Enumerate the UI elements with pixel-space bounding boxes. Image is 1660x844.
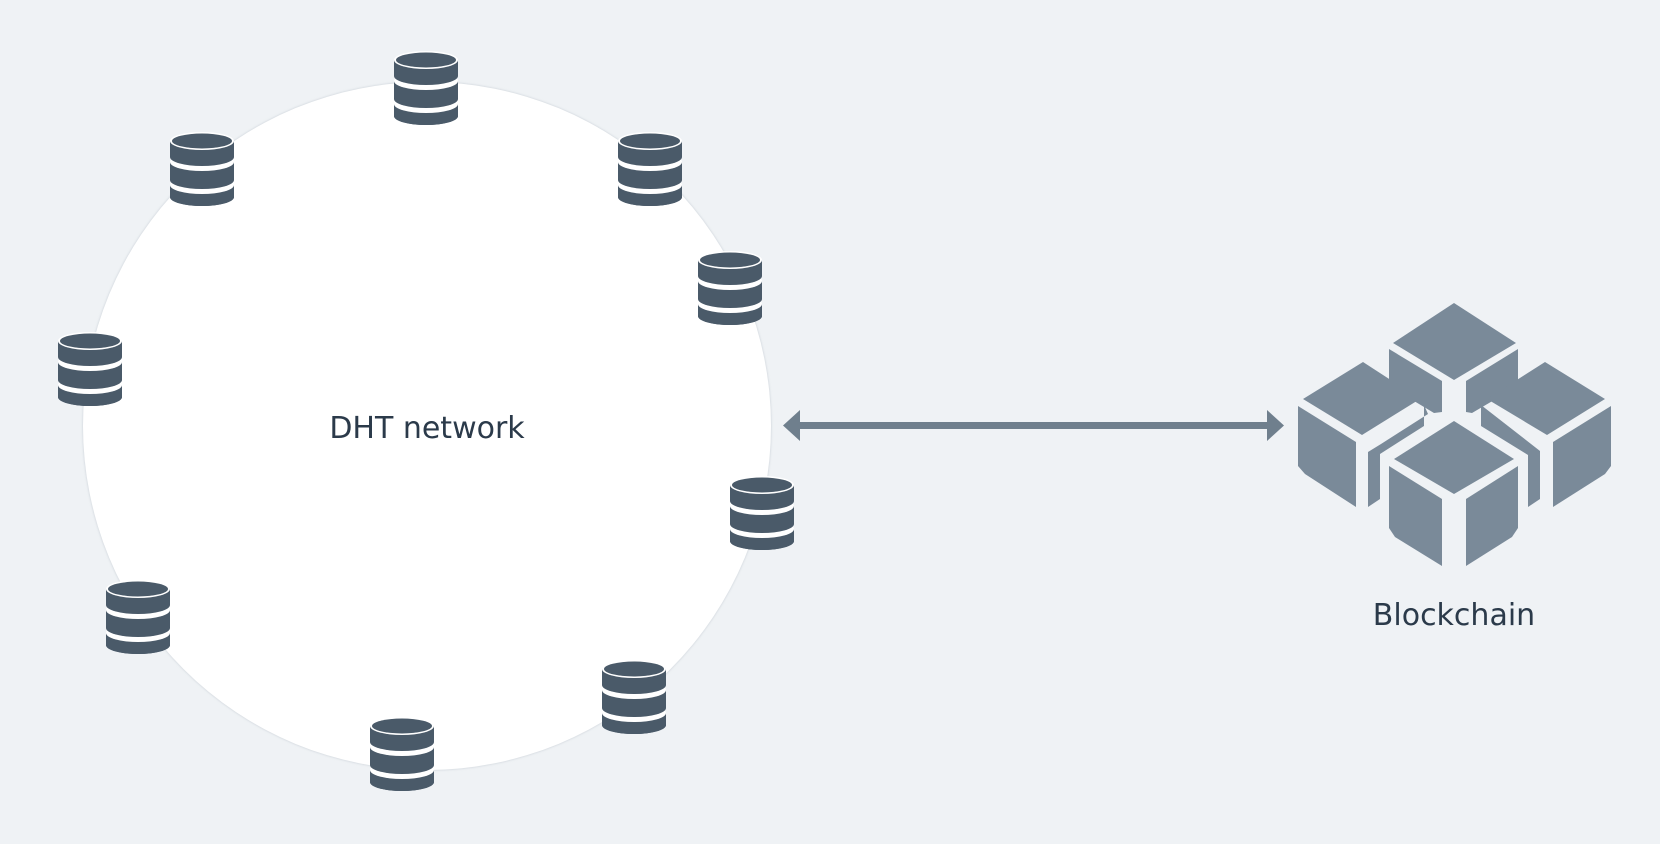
database-node-icon[interactable] [618,132,682,206]
database-node-icon[interactable] [698,251,762,325]
database-node-icon[interactable] [730,476,794,550]
blockchain-label: Blockchain [1373,598,1535,633]
blocks-icon [1298,303,1611,566]
database-node-icon[interactable] [170,132,234,206]
dht-network-label: DHT network [329,411,525,446]
database-node-icon[interactable] [370,717,434,791]
database-node-icon[interactable] [58,332,122,406]
dht-network-ring [83,82,771,770]
database-node-icon[interactable] [106,580,170,654]
bidirectional-arrow [783,410,1284,441]
database-node-icon[interactable] [394,51,458,125]
database-node-icon[interactable] [602,660,666,734]
